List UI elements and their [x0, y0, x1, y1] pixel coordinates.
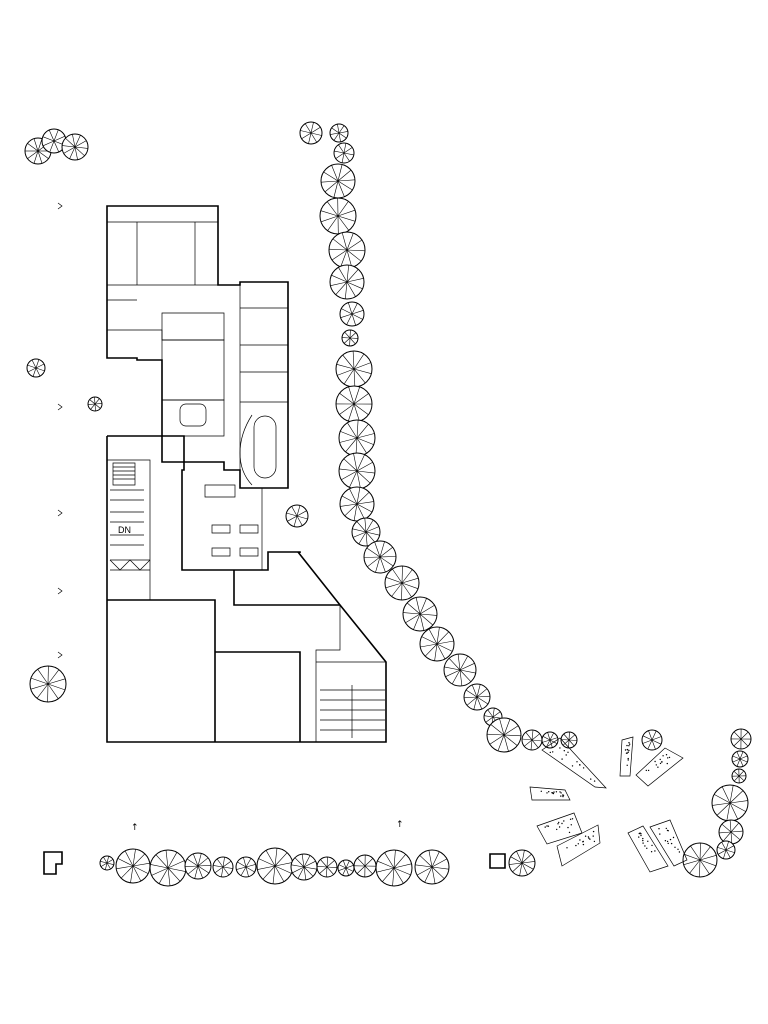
tree-symbol [375, 849, 413, 887]
tree-symbol [716, 840, 736, 860]
tree-symbol [731, 768, 747, 784]
tree-symbol [414, 849, 450, 885]
tree-symbol [351, 517, 381, 547]
utility-box [489, 853, 506, 869]
tree-symbol [61, 133, 89, 161]
open-office [181, 470, 263, 571]
north-office-wing [106, 205, 289, 489]
tree-symbol [329, 264, 365, 300]
tree-symbol [328, 231, 366, 269]
tree-symbol [316, 856, 338, 878]
tree-symbol [339, 486, 375, 522]
tree-symbol [320, 163, 356, 199]
tree-symbol [115, 848, 151, 884]
west-wing: DN [106, 435, 301, 600]
tree-symbol [338, 452, 376, 490]
tree-symbol [682, 842, 718, 878]
tree-symbol [337, 859, 355, 877]
planter-bed [541, 737, 607, 789]
north-arrow-marker: ↑ [131, 823, 139, 833]
tree-symbol [711, 784, 749, 822]
tree-symbol [641, 729, 663, 751]
tree-symbol [463, 683, 491, 711]
tree-symbol [384, 565, 420, 601]
tree-symbol [341, 329, 359, 347]
planter-bed [649, 819, 688, 867]
tree-symbol [731, 750, 749, 768]
tree-symbol [338, 419, 376, 457]
tree-symbol [718, 819, 744, 845]
tree-symbol [443, 653, 477, 687]
tree-symbol [339, 301, 365, 327]
planter-stipple [540, 742, 681, 853]
tree-symbol [541, 731, 559, 749]
tree-symbol [402, 596, 438, 632]
tree-symbol [521, 729, 543, 751]
tree-symbol [730, 728, 752, 750]
stair-label: DN [118, 525, 131, 535]
north-arrow-marker: ↑ [396, 820, 404, 830]
utility-box [43, 851, 63, 875]
tree-symbol [329, 123, 349, 143]
tree-symbol [29, 665, 67, 703]
lower-halls [106, 551, 387, 743]
tree-canopy-layer [24, 121, 752, 887]
tree-symbol [26, 358, 46, 378]
planter-bed [619, 736, 634, 777]
planter-bed [627, 825, 669, 873]
tree-symbol [299, 121, 323, 145]
tree-symbol [319, 197, 357, 235]
tree-symbol [353, 854, 377, 878]
planter-bed [536, 812, 583, 845]
tree-symbol [335, 350, 373, 388]
tree-symbol [212, 856, 234, 878]
tree-symbol [149, 849, 187, 887]
tree-symbol [256, 847, 294, 885]
tree-symbol [235, 856, 257, 878]
tree-symbol [508, 849, 536, 877]
planter-bed [556, 824, 601, 867]
tree-symbol [333, 142, 355, 164]
tree-symbol [363, 540, 397, 574]
planter-bed [635, 747, 684, 787]
tree-symbol [41, 128, 67, 154]
tree-symbol [87, 396, 103, 412]
tree-symbol [486, 717, 522, 753]
site-markers: ↑ ↑ [43, 202, 506, 875]
planter-beds [529, 736, 688, 873]
tree-symbol [560, 731, 578, 749]
tree-symbol [290, 853, 318, 881]
tree-symbol [285, 504, 309, 528]
tree-symbol [335, 385, 373, 423]
tree-symbol [99, 855, 115, 871]
tree-symbol [419, 626, 455, 662]
tree-symbol [184, 852, 212, 880]
planter-bed [529, 786, 571, 801]
